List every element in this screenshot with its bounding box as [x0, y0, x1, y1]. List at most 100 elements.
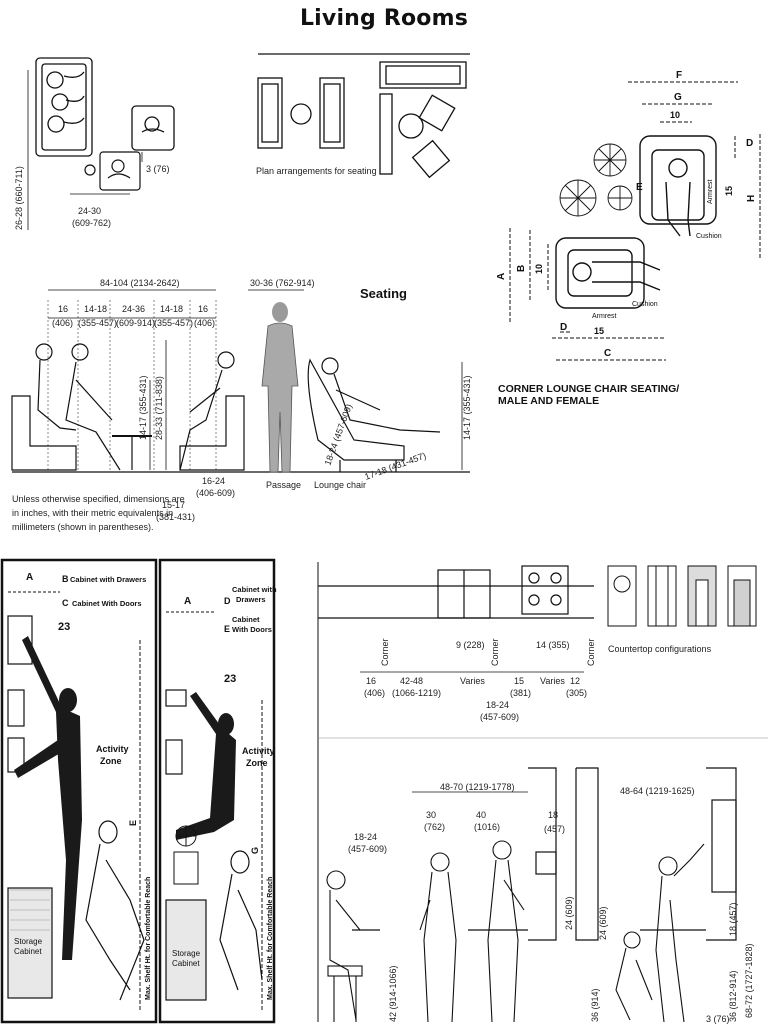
seating-heading: Seating: [360, 286, 407, 301]
dim-40: 40: [476, 810, 486, 820]
p1-dim-23: 23: [58, 621, 70, 633]
p1-letter-b: B: [62, 574, 69, 584]
passage-dim: 30-36 (762-914): [250, 278, 315, 288]
plan-chair-icon: [131, 105, 175, 151]
plan-caption: Plan arrangements for seating: [256, 166, 377, 176]
num-10-top: 10: [670, 110, 680, 120]
corner-caption-1: CORNER LOUNGE CHAIR SEATING/: [498, 383, 679, 395]
p2-cab-drawers-2: Drawers: [236, 595, 266, 604]
page-title: Living Rooms: [299, 6, 469, 31]
letter-d-bottom: D: [560, 322, 567, 333]
kitchen-elevation: [352, 767, 737, 941]
letter-h: H: [746, 195, 757, 202]
p2-letter-e: E: [224, 624, 230, 634]
p2-activity-2: Zone: [246, 758, 268, 768]
vert-24-1: 24 (609): [564, 896, 574, 930]
row-dim-4-mm: (381): [510, 688, 531, 698]
p1-cab-drawers: Cabinet with Drawers: [70, 575, 146, 584]
corner-label-3: Corner: [586, 638, 596, 666]
row-dim-6-in: 12: [570, 676, 580, 686]
p2-letter-a: A: [184, 596, 191, 607]
p2-storage-2: Cabinet: [172, 959, 200, 968]
letter-e: E: [636, 182, 643, 193]
dim-18-24-mm: (457-609): [480, 712, 519, 722]
dim-48-70: 48-70 (1219-1778): [440, 782, 515, 792]
seg-dim-5-mm: (406): [194, 318, 215, 328]
seating-sheet: 3 (76) 24-30 (609-762) 26-28 (660-711) P…: [11, 53, 472, 532]
label-armrest-upper: Armrest: [707, 179, 714, 204]
row-dim-3-in: Varies: [460, 676, 485, 686]
p1-letter-c: C: [62, 598, 69, 608]
p1-activity-1: Activity: [96, 744, 129, 754]
num-10-left: 10: [534, 264, 544, 274]
label-lounge: Lounge chair: [314, 480, 366, 490]
row-dim-6-mm: (305): [566, 688, 587, 698]
letter-f: F: [676, 70, 682, 81]
note-line-1: Unless otherwise specified, dimensions a…: [12, 494, 185, 504]
corner-label-2: Corner: [490, 638, 500, 666]
p1-activity-2: Zone: [100, 756, 122, 766]
counter-row-dims: 16 (406) 42-48 (1066-1219) Varies 15 (38…: [364, 676, 587, 698]
seg-dim-1-mm: (406): [52, 318, 73, 328]
label-cushion-lower: Cushion: [632, 301, 658, 308]
p2-dim-23: 23: [224, 673, 236, 685]
p2-storage-1: Storage: [172, 949, 201, 958]
corner-caption-2: MALE AND FEMALE: [498, 395, 599, 407]
note-line-3: millimeters (shown in parentheses).: [12, 522, 154, 532]
bottom-dim-2b: (406-609): [196, 488, 235, 498]
dim-40-mm: (1016): [474, 822, 500, 832]
vert-36: 36 (914): [590, 988, 600, 1022]
bottom-dim-2a: 16-24: [202, 476, 225, 486]
p1-crouching-person-icon: [85, 820, 145, 1001]
letter-c: C: [604, 348, 611, 359]
countertop-caption: Countertop configurations: [608, 644, 712, 654]
table-height: 28-33 (711-838): [154, 376, 164, 440]
plan-person-icon: [84, 151, 141, 191]
bottom-dim-1b: (381-431): [156, 512, 195, 522]
num-15-right: 15: [724, 186, 734, 196]
counter-plan-icon: [318, 565, 594, 619]
plan-arrangement-1-icon: [257, 77, 345, 149]
overall-dim: 84-104 (2134-2642): [100, 278, 180, 288]
p1-storage-2: Cabinet: [14, 947, 42, 956]
row-dim-2-in: 42-48: [400, 676, 423, 686]
letter-g: G: [674, 92, 682, 103]
letter-d-top: D: [746, 138, 753, 149]
zone-panel-1: A B Cabinet with Drawers C Cabinet With …: [0, 558, 158, 1024]
p2-plant-icon: [173, 825, 199, 885]
p2-vertical: Max. Shelf Ht. for Comfortable Reach: [267, 877, 274, 1000]
corner-code: 3 (76): [706, 1014, 730, 1024]
plan-sofa-icon: [35, 57, 93, 157]
dim-18-24: 18-24: [486, 700, 509, 710]
plant-icons: [559, 143, 633, 217]
p1-letter-e: E: [128, 820, 138, 826]
seg-dim-3-in: 24-36: [122, 304, 145, 314]
dim-18: 18: [548, 810, 558, 820]
plan-dim-3b: (609-762): [72, 218, 111, 228]
p1-cab-doors: Cabinet With Doors: [72, 599, 142, 608]
kitchen-people-icons: [326, 840, 705, 1023]
seg-dim-4-in: 14-18: [160, 304, 183, 314]
dim-9: 9 (228): [456, 640, 485, 650]
letter-a: A: [496, 273, 507, 280]
seg-dim-2-mm: (355-457): [78, 318, 117, 328]
upper-chair-icon: [639, 135, 717, 237]
corner-lounge-diagram: F G D E H A B C D 10 15 10 15 Armrest Cu…: [496, 70, 761, 407]
vert-36-812: 36 (812-914): [728, 970, 738, 1022]
plan-arrangement-2-icon: [379, 61, 467, 179]
p2-letter-g: G: [250, 847, 260, 854]
dim-18-mm: (457): [544, 824, 565, 834]
seating-elevation: [11, 343, 245, 471]
p2-cab-drawers-1: Cabinet with: [232, 585, 277, 594]
dim-48-64: 48-64 (1219-1625): [620, 786, 695, 796]
seat-height-2: 14-17 (355-431): [462, 375, 472, 440]
p1-storage-1: Storage: [14, 937, 43, 946]
seat-height-1: 14-17 (355-431): [138, 375, 148, 440]
passage-person-icon: [261, 302, 299, 473]
zone-panel-2: A D Cabinet with Drawers E Cabinet With …: [158, 558, 277, 1024]
bottom-dim-1a: 15-17: [162, 500, 185, 510]
row-dim-5-in: Varies: [540, 676, 565, 686]
p2-cab-doors-1: Cabinet: [232, 615, 260, 624]
row-dim-1-in: 16: [366, 676, 376, 686]
